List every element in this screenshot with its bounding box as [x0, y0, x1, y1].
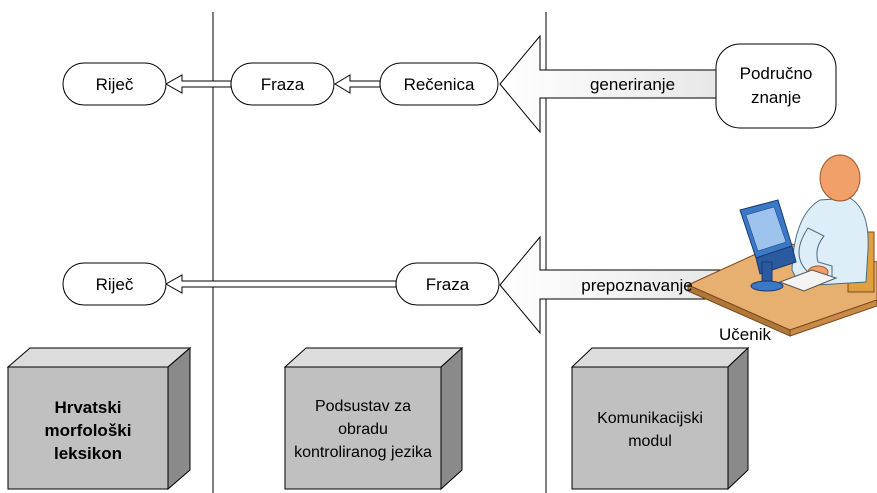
node-recenica-label: Rečenica	[403, 74, 475, 94]
module-podsustav-label: Podsustav za obradu kontroliranog jezika	[294, 397, 432, 461]
generiranje-arrow	[499, 34, 731, 134]
prepoznavanje-label: prepoznavanje	[581, 275, 693, 295]
person-at-computer-icon	[686, 154, 877, 337]
arrow-fraza-to-rijec-bottom	[164, 274, 397, 294]
node-recenica	[379, 62, 499, 106]
generiranje-label: generiranje	[589, 74, 676, 94]
ucenik-label: Učenik	[719, 324, 771, 344]
node-fraza-bottom-label: Fraza	[425, 274, 470, 294]
prepoznavanje-arrow	[499, 235, 736, 335]
node-rijec-top	[62, 62, 167, 106]
node-rijec-bottom-label: Riječ	[95, 274, 134, 294]
node-podrucno-znanje	[715, 43, 837, 129]
arrow-recenica-to-fraza	[334, 74, 381, 94]
node-podrucno-znanje-label: Područno znanje	[739, 64, 813, 107]
node-rijec-bottom	[62, 262, 167, 306]
node-fraza-bottom	[395, 262, 500, 306]
module-box-leksikon	[6, 346, 192, 491]
node-rijec-top-label: Riječ	[95, 74, 134, 94]
node-fraza-top	[230, 62, 335, 106]
module-leksikon-label: Hrvatski morfološki leksikon	[44, 397, 132, 463]
node-fraza-top-label: Fraza	[260, 74, 305, 94]
module-komunikacijski-label: Komunikacijski modul	[597, 410, 703, 450]
module-box-podsustav	[283, 346, 464, 491]
module-box-komunikacijski	[570, 346, 750, 491]
arrow-fraza-to-rijec-top	[164, 74, 232, 94]
